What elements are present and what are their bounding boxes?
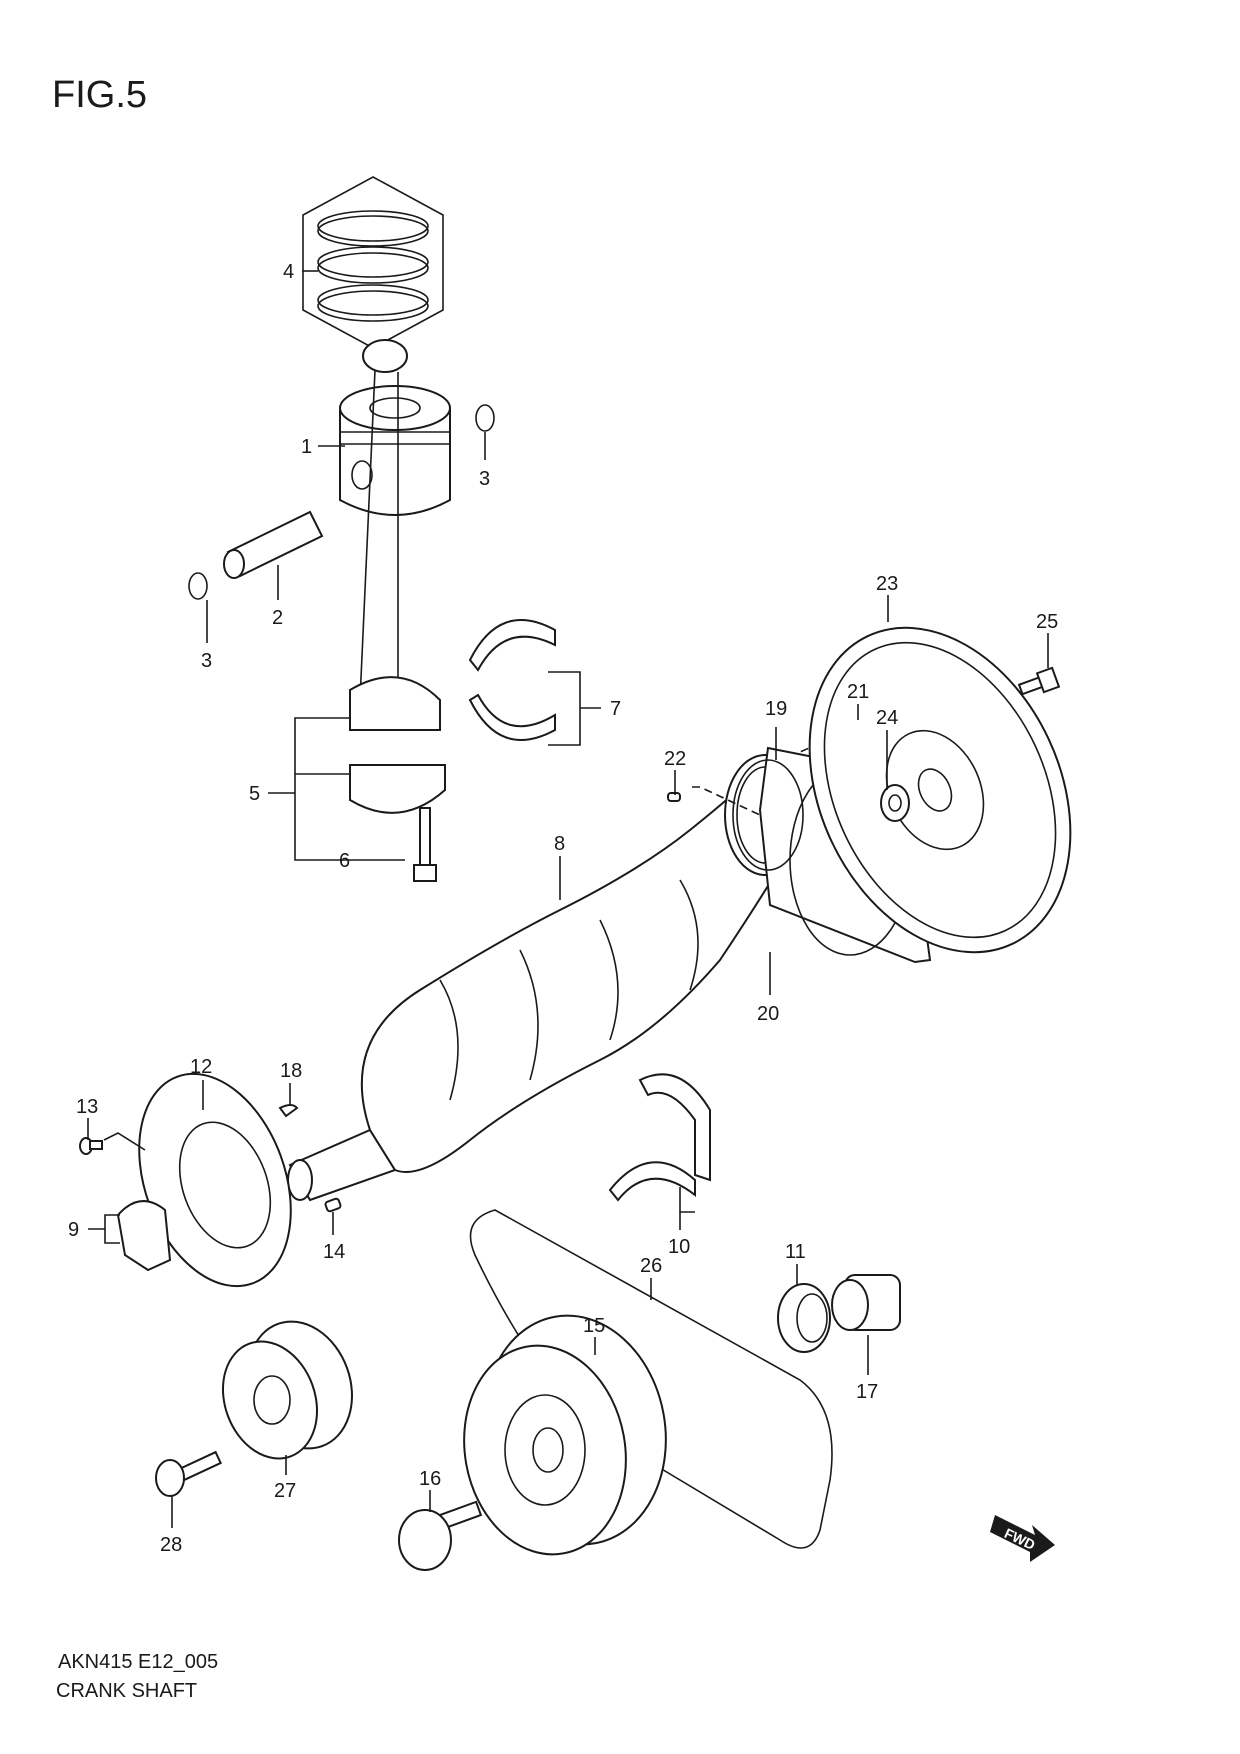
- callout-26[interactable]: 26: [640, 1255, 662, 1277]
- diagram-caption: CRANK SHAFT: [56, 1680, 198, 1702]
- callout-2[interactable]: 2: [272, 607, 283, 629]
- callout-14[interactable]: 14: [323, 1241, 345, 1263]
- callout-3[interactable]: 3: [479, 468, 490, 490]
- callout-25[interactable]: 25: [1036, 611, 1058, 633]
- dowel-pin[interactable]: [667, 792, 681, 802]
- rear-oil-seal[interactable]: [732, 759, 804, 871]
- figure-title: FIG.5: [52, 74, 148, 116]
- connecting-rod[interactable]: [349, 339, 446, 814]
- leader-lines: [87, 270, 1049, 1528]
- piston-pin-circlip-right[interactable]: [475, 404, 495, 432]
- callout-6[interactable]: 6: [339, 850, 350, 872]
- connecting-rod-bearing[interactable]: [468, 619, 556, 741]
- crankshaft[interactable]: [287, 754, 806, 1202]
- diagram-code: AKN415 E12_005: [58, 1651, 219, 1673]
- callout-10[interactable]: 10: [668, 1236, 690, 1258]
- crankshaft-main-bearing[interactable]: [608, 1073, 711, 1202]
- callout-5[interactable]: 5: [249, 783, 260, 805]
- front-oil-seal[interactable]: [777, 1283, 831, 1353]
- callout-7[interactable]: 7: [610, 698, 621, 720]
- idler-pulley[interactable]: [207, 1307, 369, 1472]
- callout-24[interactable]: 24: [876, 707, 898, 729]
- crankshaft-pulley[interactable]: [448, 1301, 684, 1567]
- callout-28[interactable]: 28: [160, 1534, 182, 1556]
- callout-18[interactable]: 18: [280, 1060, 302, 1082]
- connecting-rod-bolt[interactable]: [413, 807, 437, 882]
- callout-3[interactable]: 3: [201, 650, 212, 672]
- flywheel[interactable]: [759, 585, 1120, 995]
- crankshaft-position-sensor-plate[interactable]: [112, 1053, 319, 1308]
- callout-23[interactable]: 23: [876, 573, 898, 595]
- crankshaft-thrust-bearing[interactable]: [116, 1200, 172, 1272]
- callout-12[interactable]: 12: [190, 1056, 212, 1078]
- callout-16[interactable]: 16: [419, 1468, 441, 1490]
- piston-ring-set[interactable]: [302, 176, 444, 349]
- callout-9[interactable]: 9: [68, 1219, 79, 1241]
- crankshaft-timing-gear[interactable]: [831, 1274, 901, 1331]
- callout-13[interactable]: 13: [76, 1096, 98, 1118]
- piston-pin[interactable]: [223, 510, 324, 579]
- flywheel-bolt[interactable]: [1017, 666, 1061, 696]
- callout-4[interactable]: 4: [283, 261, 294, 283]
- callout-15[interactable]: 15: [583, 1315, 605, 1337]
- pilot-bearing[interactable]: [880, 784, 910, 822]
- crankshaft-pin[interactable]: [324, 1197, 342, 1213]
- callout-1[interactable]: 1: [301, 436, 312, 458]
- crankshaft-key[interactable]: [278, 1104, 299, 1118]
- piston[interactable]: [339, 385, 451, 516]
- idler-pulley-bolt[interactable]: [155, 1450, 222, 1497]
- callout-22[interactable]: 22: [664, 748, 686, 770]
- callout-27[interactable]: 27: [274, 1480, 296, 1502]
- callout-21[interactable]: 21: [847, 681, 869, 703]
- fwd-label: FWD: [1002, 1525, 1038, 1553]
- callout-17[interactable]: 17: [856, 1381, 878, 1403]
- callout-11[interactable]: 11: [785, 1241, 806, 1263]
- piston-pin-circlip-left[interactable]: [188, 572, 208, 600]
- crankshaft-pulley-bolt[interactable]: [398, 1500, 483, 1571]
- callout-19[interactable]: 19: [765, 698, 787, 720]
- sensor-plate-screw[interactable]: [79, 1137, 103, 1155]
- callout-20[interactable]: 20: [757, 1003, 779, 1025]
- fwd-arrow-icon: FWD: [990, 1515, 1055, 1562]
- callout-8[interactable]: 8: [554, 833, 565, 855]
